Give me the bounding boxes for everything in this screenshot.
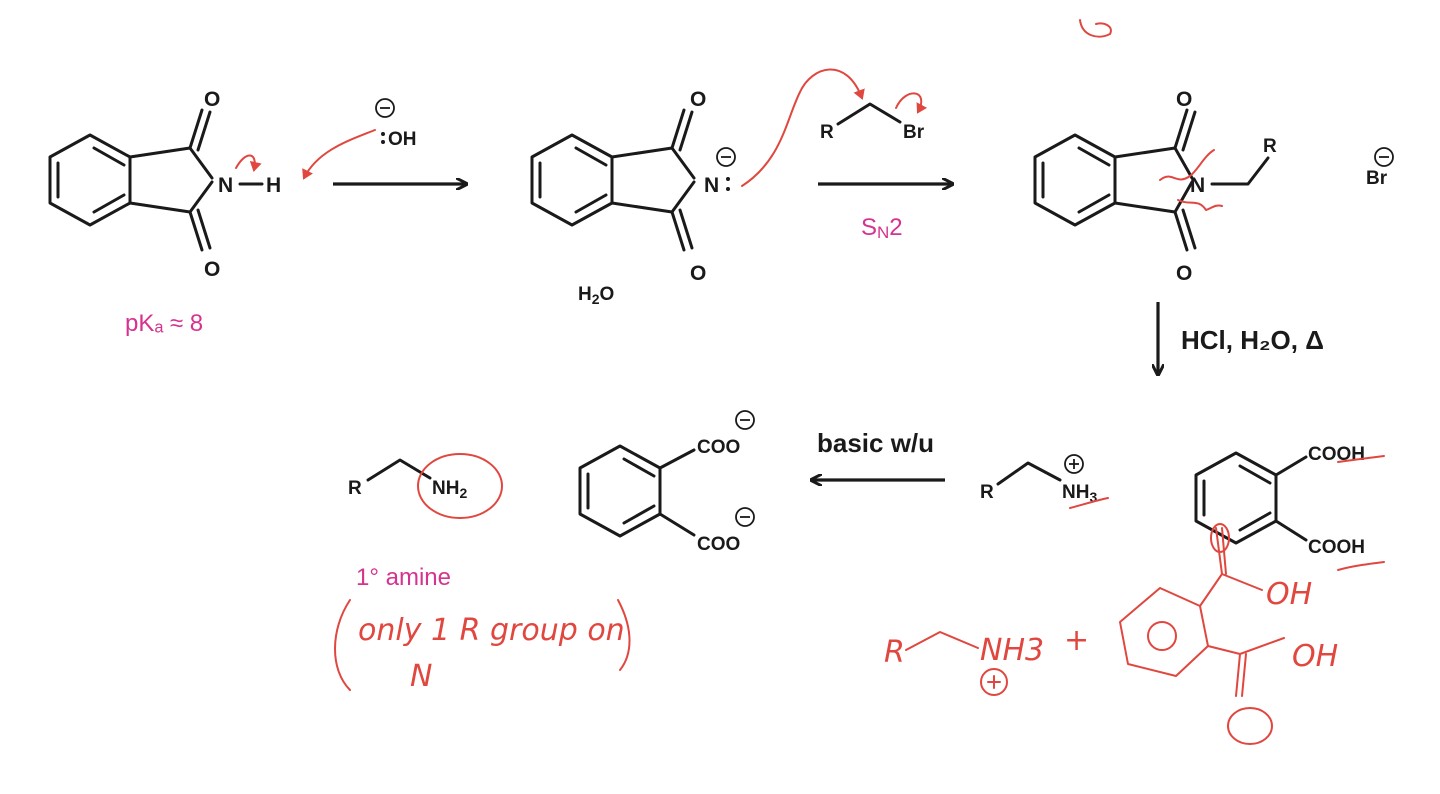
amine-circle — [417, 453, 503, 519]
n-alkyl-chain — [1210, 156, 1270, 186]
hydroxide-label: OH — [388, 129, 417, 150]
handwritten-oxygen-top — [1210, 523, 1230, 553]
oxygen-bottom-1: O — [204, 258, 220, 281]
amine-nh2-label: NH2 — [432, 478, 467, 501]
cooh-bottom-underline — [1337, 561, 1385, 571]
benzene-ring-1-inner — [56, 146, 126, 214]
note-close-paren — [617, 599, 631, 671]
handwritten-carboxyl-bottom — [1207, 637, 1285, 697]
r-group-label: R — [348, 478, 362, 499]
primary-amine-molecule: R NH2 — [348, 458, 467, 501]
handwritten-chain — [905, 631, 979, 651]
handwritten-oh-top: OH — [1266, 577, 1312, 612]
oxygen-bottom-2: O — [690, 262, 706, 285]
benzene-ring-3 — [1033, 133, 1117, 227]
alkylammonium-molecule: R NH3 — [980, 454, 1097, 505]
carboxyl-bonds — [1274, 455, 1308, 542]
carbonyls-2 — [670, 108, 694, 252]
benzene-ring-5-inner — [586, 457, 656, 525]
carbonyls-1 — [188, 108, 212, 252]
wavy-bond-top — [1159, 149, 1215, 181]
handwritten-note-line2: N — [410, 659, 432, 694]
ammonium-label: NH3 — [1062, 482, 1097, 505]
r-group-label: R — [1263, 136, 1277, 157]
oxygen-top-2: O — [690, 88, 706, 111]
imide-ring-1 — [128, 146, 214, 214]
ammonium-underline — [1069, 497, 1109, 509]
r-group-label: R — [980, 482, 994, 503]
wavy-bond-bottom — [1177, 199, 1223, 211]
pka-label: pKₐ ≈ 8 — [125, 310, 203, 337]
amine-chain — [366, 458, 432, 482]
oxygen-top-1: O — [204, 88, 220, 111]
curved-arrow-nh — [235, 154, 262, 172]
curved-arrow-leaving-group — [895, 92, 928, 114]
imide-ring-2 — [610, 146, 696, 214]
bromine-label: Br — [903, 122, 925, 143]
handwritten-plus-charge-icon — [980, 668, 1008, 696]
alkyl-bromide-bonds — [836, 102, 902, 126]
benzene-ring-1 — [48, 133, 132, 227]
handwritten-annotations: only 1 R group on N R NH3 + OH OH — [235, 19, 1385, 745]
alkyl-bromide-reagent: R Br — [820, 102, 925, 143]
bromide-ion-label: Br — [1366, 168, 1388, 189]
phthalimide-anion-molecule: O O N — [530, 88, 736, 285]
ammonium-chain — [996, 461, 1062, 486]
nitrogen-1: N — [218, 174, 233, 197]
handwritten-nh3: NH3 — [980, 633, 1044, 668]
cooh-bottom-label: COOH — [1308, 537, 1365, 558]
benzene-ring-3-inner — [1041, 146, 1111, 214]
benzene-ring-2 — [530, 133, 614, 227]
benzene-ring-2-inner — [538, 146, 608, 214]
oxygen-top-3: O — [1176, 88, 1192, 111]
benzene-ring-5 — [578, 444, 662, 538]
n-alkylphthalimide-molecule: O O N R — [1033, 88, 1277, 285]
r-group-label: R — [820, 122, 834, 143]
handwritten-plus: + — [1064, 623, 1089, 658]
carbonyls-3 — [1173, 108, 1197, 252]
benzene-ring-4 — [1194, 451, 1278, 545]
water-label: H2O — [578, 284, 614, 307]
cooh-top-underline — [1337, 455, 1385, 463]
handwritten-r: R — [884, 635, 905, 670]
handwritten-ring-circle — [1147, 621, 1177, 651]
curved-arrow-nucleophile — [741, 68, 865, 187]
note-open-paren — [334, 599, 351, 691]
curved-arrow-hydroxide — [302, 129, 376, 180]
top-scribble — [1079, 19, 1112, 38]
carboxylate-bonds — [658, 448, 696, 537]
hydrogen-1: H — [266, 174, 281, 197]
hydrolysis-conditions: HCl, H₂O, Δ — [1181, 325, 1324, 355]
phthalimide-molecule: O O N H — [48, 88, 281, 281]
phthalate-dianion-molecule: COO COO — [578, 410, 755, 555]
coo-bottom-label: COO — [697, 534, 740, 555]
handwritten-oxygen-bottom — [1227, 707, 1273, 745]
hydroxide-reagent: OH — [375, 98, 417, 150]
nitrogen-2: N — [704, 174, 719, 197]
benzene-ring-4-inner — [1202, 464, 1272, 532]
cooh-top-label: COOH — [1308, 444, 1365, 465]
nitrogen-3: N — [1190, 174, 1205, 197]
coo-top-label: COO — [697, 437, 740, 458]
handwritten-note-line1: only 1 R group on — [358, 613, 625, 648]
primary-amine-label: 1° amine — [356, 564, 451, 591]
workup-label: basic w/u — [817, 428, 934, 458]
oxygen-bottom-3: O — [1176, 262, 1192, 285]
sn2-label: SN2 — [861, 214, 903, 242]
handwritten-benzene — [1119, 587, 1209, 677]
handwritten-oh-bottom: OH — [1292, 639, 1338, 674]
